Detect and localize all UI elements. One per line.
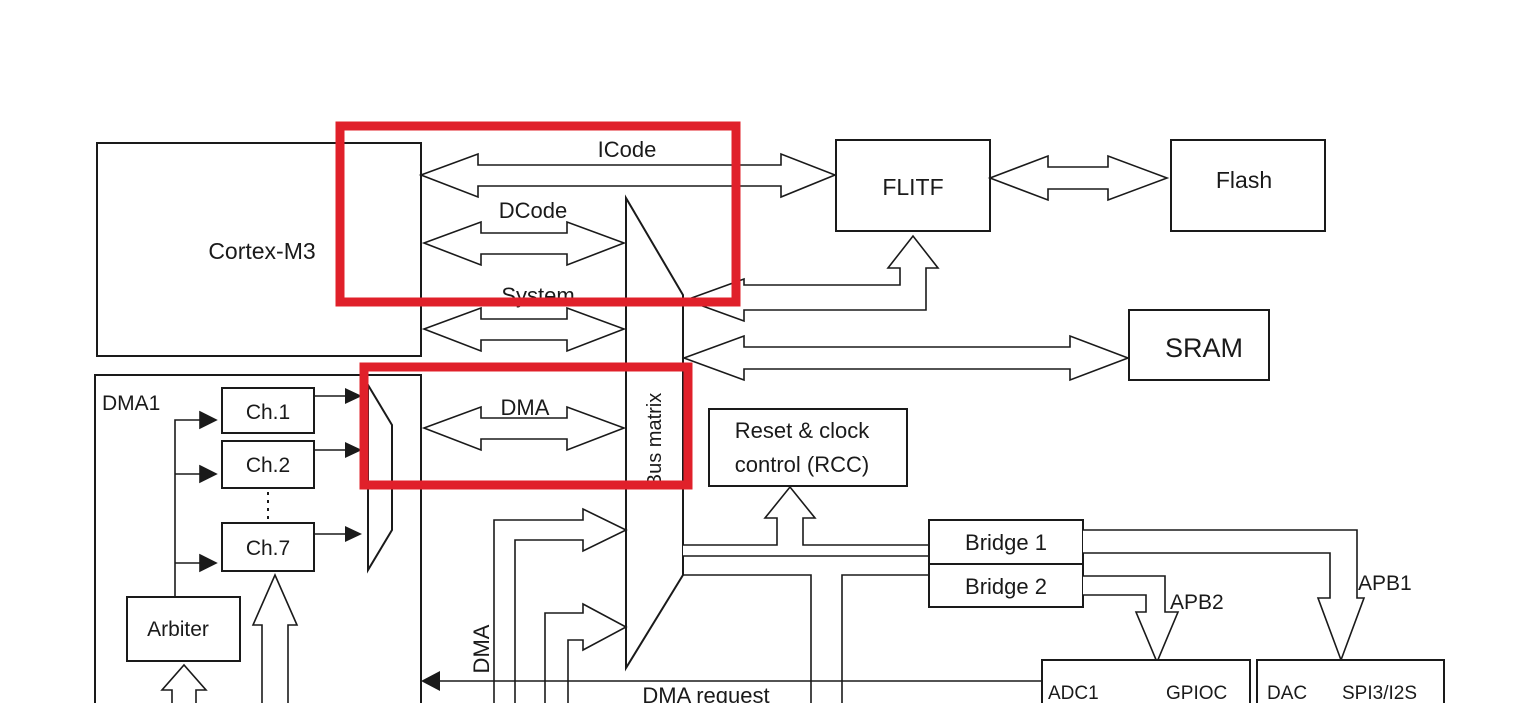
matrix-to-sram-arrow	[681, 334, 1131, 382]
apb1-peripheral-block	[1256, 659, 1445, 703]
dcode-bus-arrow	[421, 220, 627, 267]
mux-arrow-2	[345, 442, 362, 458]
dma-bus-label: DMA	[501, 395, 550, 420]
bus-matrix-label: Bus matrix	[644, 393, 666, 487]
highlight-icode-dcode	[335, 121, 741, 307]
highlight-dma-bus	[359, 362, 693, 490]
mux-arrow-7	[345, 526, 362, 542]
bridge-1-box	[928, 519, 1084, 565]
flash-label: Flash	[1216, 167, 1272, 193]
flitf-label: FLITF	[882, 174, 943, 200]
channel-2-box	[221, 440, 315, 489]
mux-arrow-1	[345, 388, 362, 404]
flitf-flash-arrow	[987, 154, 1170, 202]
dma-multiplexer	[367, 381, 393, 574]
channel-arrow-7	[199, 553, 218, 573]
rcc-label-line2: control (RCC)	[735, 452, 869, 477]
channel-arrow-1	[199, 410, 218, 430]
bridge-2-box	[928, 563, 1084, 608]
bridge-2-label: Bridge 2	[965, 574, 1047, 599]
system-bus-arrow	[421, 306, 627, 353]
matrix-lower-bus-lines	[683, 574, 929, 703]
flash-block	[1170, 139, 1326, 232]
channel-1-label: Ch.1	[246, 401, 290, 424]
sram-label: SRAM	[1165, 333, 1243, 363]
rcc-block	[708, 408, 908, 487]
arbiter-input-arrow	[160, 663, 208, 703]
arbiter-box	[126, 596, 241, 662]
spi3-label: SPI3/I2S	[1342, 683, 1417, 703]
dma-bus-arrow	[421, 405, 627, 452]
cortex-m3-label: Cortex-M3	[208, 238, 315, 264]
adc1-label: ADC1	[1048, 683, 1099, 703]
bridge-1-label: Bridge 1	[965, 530, 1047, 555]
apb1-label: APB1	[1358, 572, 1412, 595]
dac-label: DAC	[1267, 683, 1307, 703]
channel-7-input-arrow	[251, 573, 299, 703]
channel-arrow-2	[199, 464, 218, 484]
icode-label: ICode	[598, 137, 657, 162]
arbiter-label: Arbiter	[147, 618, 209, 641]
channel-1-box	[221, 387, 315, 434]
cortex-m3-block	[96, 142, 422, 357]
matrix-to-flitf-arrow	[683, 234, 940, 323]
channel-2-label: Ch.2	[246, 454, 290, 477]
channel-7-label: Ch.7	[246, 537, 290, 560]
lower-dma-bus-arrow-2	[544, 602, 628, 703]
dma-request-label: DMA request	[642, 683, 769, 703]
sram-block	[1128, 309, 1270, 381]
apb2-label: APB2	[1170, 591, 1224, 614]
lower-dma-bus-arrow-1	[493, 507, 628, 703]
dcode-label: DCode	[499, 198, 567, 223]
gpioc-label: GPIOC	[1166, 683, 1227, 703]
rcc-label-line1: Reset & clock	[735, 418, 870, 443]
channel-to-mux-lines	[314, 395, 350, 535]
channel-7-box	[221, 522, 315, 572]
dma-vertical-label: DMA	[469, 624, 494, 673]
flitf-block	[835, 139, 991, 232]
dma1-label: DMA1	[102, 392, 160, 415]
apb2-bus-arrow	[1083, 575, 1180, 665]
matrix-to-bridge-arrow	[683, 485, 930, 557]
dma-request-arrowhead	[421, 671, 440, 691]
apb2-peripheral-block	[1041, 659, 1251, 703]
